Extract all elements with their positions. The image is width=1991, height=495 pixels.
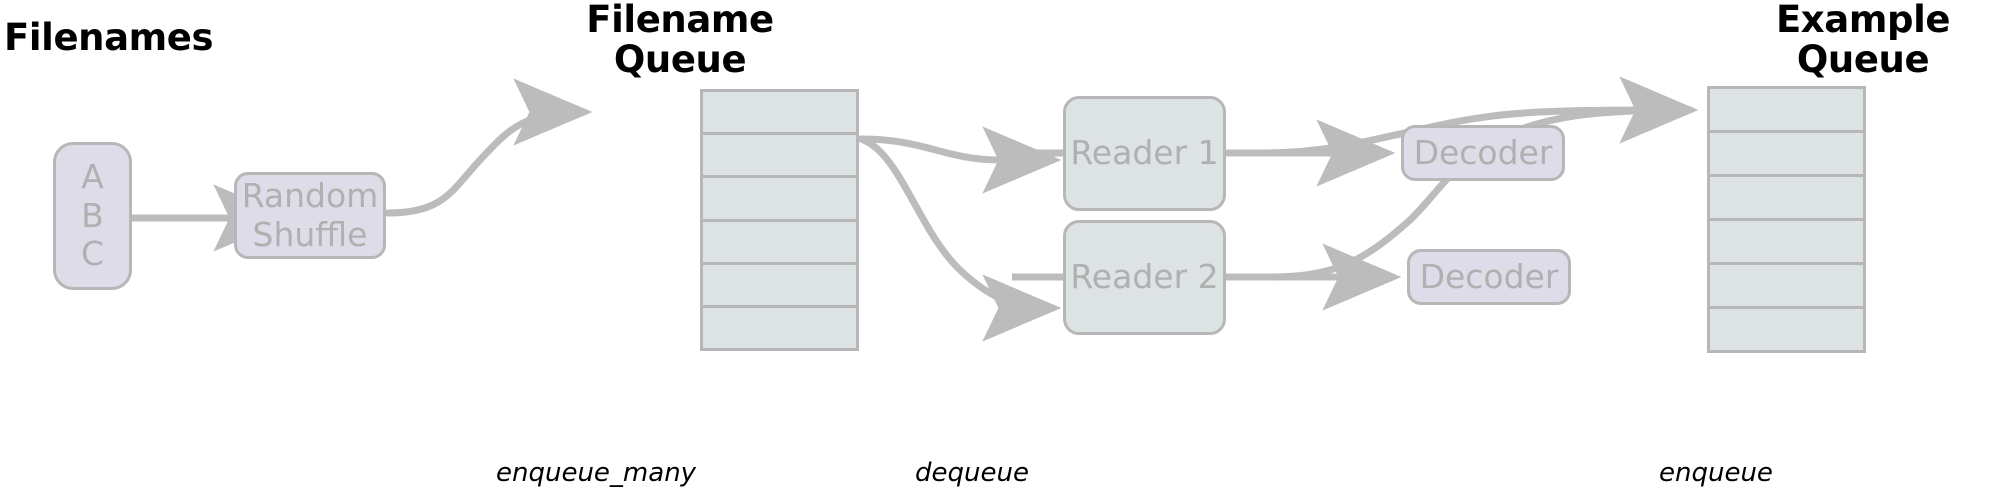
example-queue[interactable] — [1707, 86, 1866, 353]
queue-cell — [703, 135, 856, 179]
queue-cell — [1710, 177, 1863, 221]
edge-label-enqueue-many: enqueue_many — [496, 458, 697, 488]
edge-queue-to-reader2 — [857, 135, 1062, 342]
edge-label-dequeue: dequeue — [915, 458, 1029, 488]
filename-queue[interactable] — [700, 89, 859, 351]
reader-2-node[interactable]: Reader 2 — [1063, 220, 1226, 335]
queue-cell — [703, 221, 856, 265]
queue-cell — [1710, 265, 1863, 309]
edge-queue-to-reader1 — [857, 126, 1062, 194]
queue-cell — [1710, 309, 1863, 350]
decoder-bottom-node[interactable]: Decoder — [1407, 249, 1571, 305]
queue-cell — [703, 92, 856, 136]
queue-cell — [1710, 89, 1863, 133]
queue-cell — [1710, 221, 1863, 265]
queue-cell — [703, 264, 856, 308]
reader-1-node[interactable]: Reader 1 — [1063, 96, 1226, 211]
page-title-example-queue: Example Queue — [1775, 0, 1951, 81]
edge-shuffle-to-filename-queue — [384, 78, 593, 217]
queue-cell — [1710, 133, 1863, 177]
page-title-filenames: Filenames — [4, 16, 214, 59]
random-shuffle-node[interactable]: Random Shuffle — [234, 172, 386, 259]
edge-label-enqueue: enqueue — [1659, 458, 1773, 488]
queue-cell — [703, 178, 856, 222]
page-title-filename-queue: Filename Queue — [586, 0, 774, 81]
queue-cell — [703, 307, 856, 349]
decoder-top-node[interactable]: Decoder — [1401, 125, 1565, 181]
filenames-box[interactable]: A B C — [53, 142, 132, 290]
